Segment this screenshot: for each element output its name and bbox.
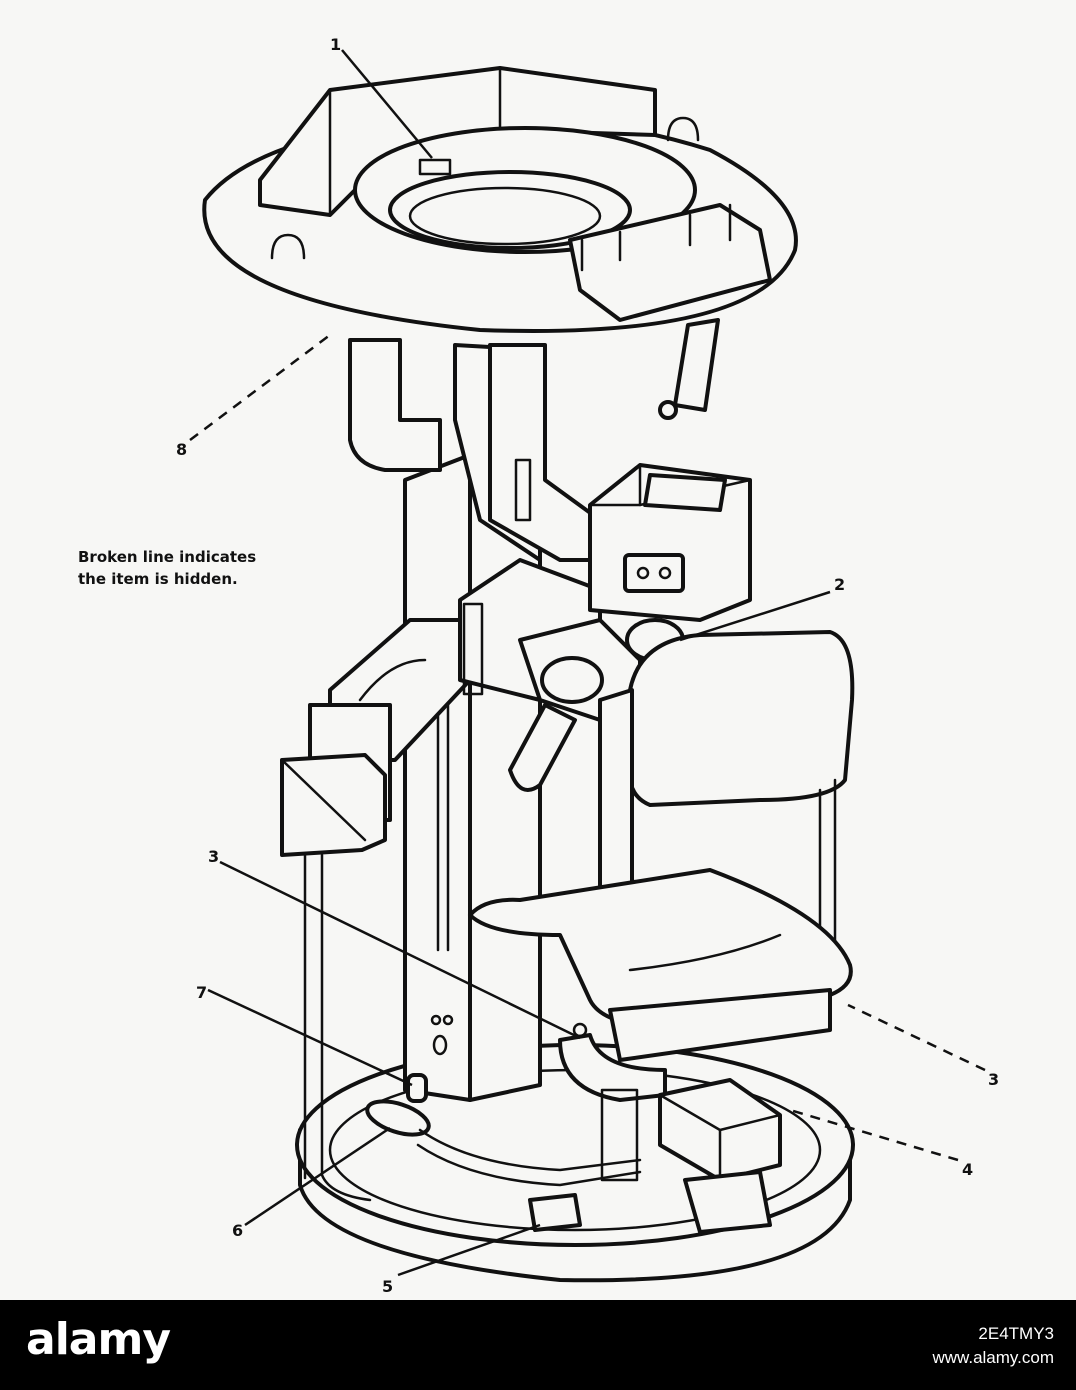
- callout-line-3a: [219, 860, 581, 1040]
- legend-note: Broken line indicates the item is hidden…: [78, 546, 256, 590]
- callout-line-5: [397, 1223, 541, 1277]
- left-arm-assembly: [280, 618, 472, 1202]
- callout-number-1: 1: [330, 35, 341, 54]
- sight-box: [588, 463, 752, 662]
- callout-labels: 1 2 3 3 4 5 6 7 8: [176, 35, 999, 1296]
- image-credit: 2E4TMY3 www.alamy.com: [932, 1322, 1054, 1370]
- technical-drawing: 1 2 3 3 4 5 6 7 8 Broken line indicates …: [78, 35, 1000, 1296]
- image-id: 2E4TMY3: [978, 1324, 1054, 1343]
- callout-number-3b: 3: [988, 1070, 999, 1089]
- callout-line-6: [244, 1126, 391, 1227]
- legend-note-line-2: the item is hidden.: [78, 570, 238, 588]
- callout-line-3b: [847, 1003, 986, 1072]
- callout-line-2: [679, 590, 831, 642]
- legend-note-line-1: Broken line indicates: [78, 548, 257, 566]
- callout-number-7: 7: [196, 983, 207, 1002]
- site-url: www.alamy.com: [932, 1348, 1054, 1367]
- callout-number-2: 2: [834, 575, 845, 594]
- callout-line-8: [189, 334, 331, 441]
- callout-number-4: 4: [962, 1160, 973, 1179]
- callout-number-3a: 3: [208, 847, 219, 866]
- callout-line-4: [789, 1108, 959, 1162]
- callout-number-8: 8: [176, 440, 187, 459]
- alamy-logo: alamy: [26, 1314, 171, 1365]
- hydraulic-unit: [658, 1078, 782, 1234]
- foot-controls: [365, 1073, 642, 1232]
- callout-line-1: [341, 49, 433, 159]
- callout-number-6: 6: [232, 1221, 243, 1240]
- callout-number-5: 5: [382, 1277, 393, 1296]
- seat: [468, 630, 855, 1182]
- turret-ring: [202, 66, 798, 420]
- turret-seat-illustration: 1 2 3 3 4 5 6 7 8: [176, 35, 999, 1296]
- callout-line-7: [207, 988, 413, 1087]
- callout-leaders: [189, 49, 986, 1277]
- watermark-footer: alamy 2E4TMY3 www.alamy.com: [0, 1300, 1076, 1390]
